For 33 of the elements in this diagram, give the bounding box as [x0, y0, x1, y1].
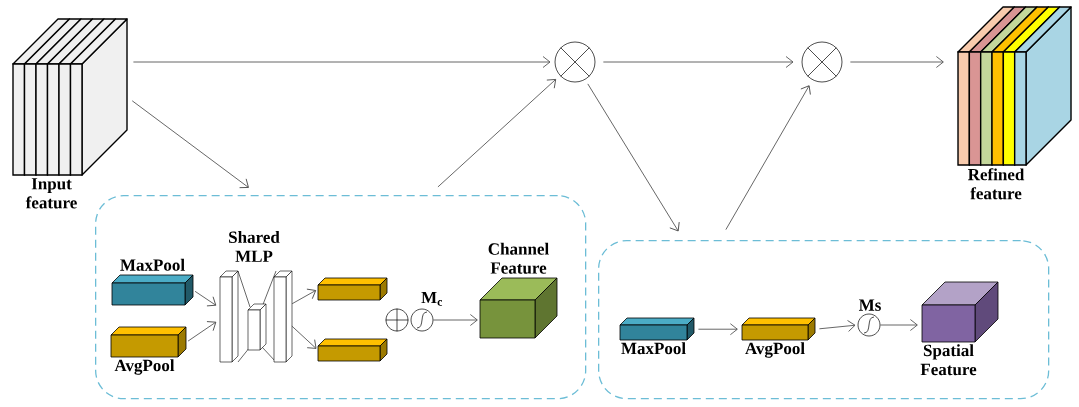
node-label: MaxPool: [120, 258, 185, 271]
node-label: Channel Feature: [488, 242, 549, 274]
node-label: Refined feature: [968, 168, 1025, 200]
node-label: MaxPool: [621, 342, 686, 355]
node-label: AvgPool: [114, 359, 175, 375]
output-bar: [317, 277, 388, 301]
node-label: Shared MLP: [229, 231, 280, 262]
arrow: [819, 320, 856, 332]
multiply-circle: [554, 41, 596, 83]
arrow: [194, 290, 217, 307]
arrow: [133, 56, 551, 68]
arrow: [602, 56, 794, 68]
arrow: [131, 100, 249, 189]
dashed-group-box: [95, 195, 587, 400]
arrow: [725, 85, 811, 230]
node-label: Spatial Feature: [920, 344, 977, 376]
output-bar: [317, 338, 388, 362]
arrow: [432, 314, 478, 326]
arrow: [879, 319, 918, 331]
arrow: [187, 321, 217, 342]
arrow: [291, 325, 317, 349]
node-label: Ms: [859, 299, 881, 311]
node-label: M$_{c}$: [421, 291, 443, 306]
node-label: AvgPool: [745, 342, 805, 358]
arrow: [437, 79, 557, 188]
node-label: Input feature: [25, 178, 77, 209]
add-circle: [385, 308, 409, 332]
arrow: [291, 288, 317, 305]
arrow: [698, 323, 738, 336]
multiply-circle: [801, 41, 843, 83]
arrow: [587, 83, 680, 232]
dashed-group-box: [598, 240, 1050, 400]
arrow: [849, 56, 944, 68]
